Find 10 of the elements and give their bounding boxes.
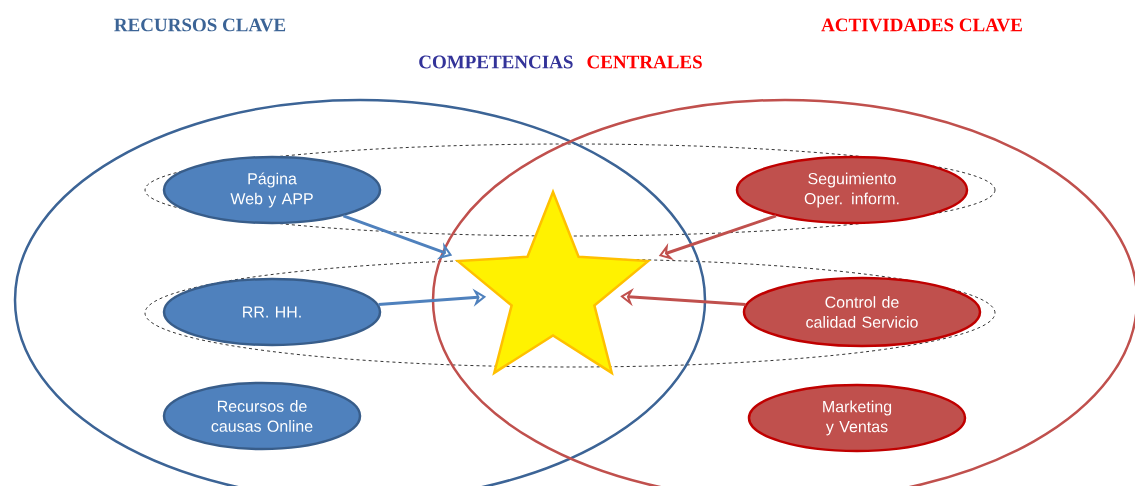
ellipse-node: Control de calidad Servicio bbox=[742, 276, 982, 348]
heading-text: COMPETENCIAS bbox=[419, 55, 573, 69]
ellipse-node: Seguimiento Oper. inform. bbox=[735, 155, 969, 225]
heading-text: CENTRALES bbox=[587, 55, 702, 69]
node-label: RECURSOS CLAVE bbox=[114, 18, 286, 32]
node-label: ACTIVIDADES CLAVE bbox=[821, 18, 1022, 32]
ellipse-node: Recursos de causas Online bbox=[162, 381, 362, 451]
ellipse-node: Marketing y Ventas bbox=[747, 383, 967, 453]
ellipse-node: Página Web y APP bbox=[162, 155, 382, 225]
ellipse-node: RR. HH. bbox=[162, 277, 382, 347]
